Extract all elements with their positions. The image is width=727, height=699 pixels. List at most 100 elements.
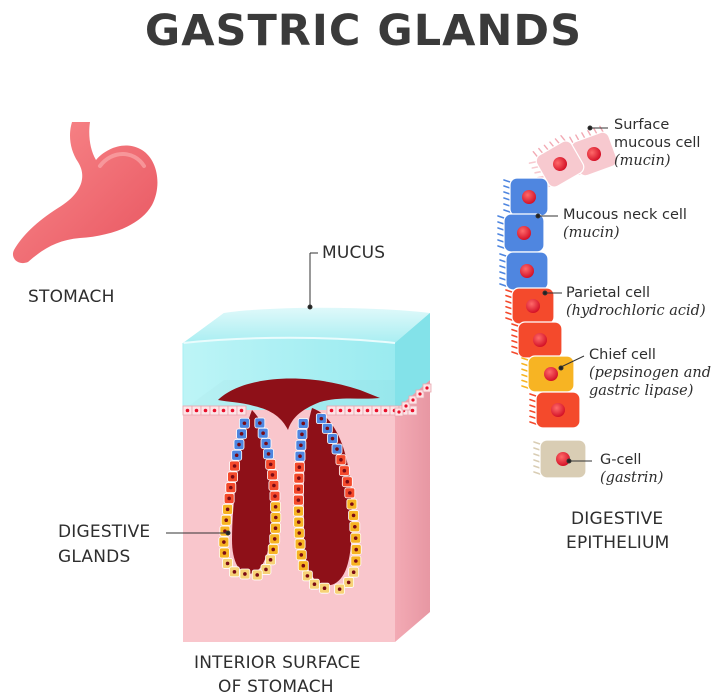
gland-cell bbox=[220, 514, 232, 526]
surface-cell bbox=[326, 405, 337, 416]
gland-cell bbox=[350, 532, 362, 544]
surface-mucous-cell-label: Surface mucous cell (mucin) bbox=[614, 116, 700, 170]
epithelium-cell bbox=[505, 287, 555, 325]
epithelium-cell bbox=[529, 391, 581, 429]
gland-cell bbox=[348, 510, 359, 521]
gland-cell bbox=[268, 480, 280, 491]
gland-cell bbox=[267, 544, 279, 555]
gland-cell bbox=[292, 494, 304, 506]
surface-cell bbox=[335, 405, 346, 416]
g-cell-label: G-cell (gastrin) bbox=[600, 451, 663, 487]
surface-cell bbox=[422, 383, 432, 393]
gland-cell bbox=[270, 522, 281, 534]
epithelium-cell bbox=[528, 135, 585, 189]
cell-name: Parietal cell bbox=[566, 285, 651, 301]
cell-name: Surface bbox=[614, 117, 670, 133]
surface-epithelium-row bbox=[182, 383, 432, 417]
gland-cell bbox=[257, 427, 269, 439]
gland-cell bbox=[350, 555, 362, 567]
gland-cell bbox=[260, 564, 272, 575]
stomach-label: STOMACH bbox=[28, 287, 115, 307]
gland-cell bbox=[270, 512, 282, 523]
gland-cell bbox=[225, 482, 237, 494]
surface-cell bbox=[407, 405, 418, 416]
gland-cell bbox=[219, 547, 230, 559]
surface-cell bbox=[415, 389, 425, 399]
cell-name: G-cell bbox=[600, 452, 642, 468]
gland-cell bbox=[341, 476, 353, 488]
gland-cell bbox=[296, 428, 308, 440]
gland-cell bbox=[293, 483, 304, 495]
epithelium-cell bbox=[503, 177, 549, 217]
gland-cell bbox=[267, 469, 278, 481]
interior-surface-label-line2: OF STOMACH bbox=[218, 677, 334, 697]
gland-cell bbox=[338, 465, 350, 477]
gland-cell bbox=[297, 560, 309, 572]
gland-cell bbox=[260, 438, 272, 449]
gland-cell bbox=[344, 487, 356, 499]
gland-cell bbox=[251, 569, 263, 581]
surface-cell bbox=[401, 401, 411, 411]
gland-cell bbox=[295, 439, 307, 451]
stomach-icon bbox=[12, 122, 158, 264]
surface-cell bbox=[380, 405, 391, 416]
digestive-epithelium-label-line1: DIGESTIVE bbox=[571, 509, 664, 529]
gland-cell-lining bbox=[218, 413, 362, 595]
gland-cell bbox=[229, 566, 240, 578]
gland-cell bbox=[297, 418, 309, 429]
cell-name: Mucous neck cell bbox=[563, 207, 687, 223]
gland-cell bbox=[349, 521, 361, 533]
gland-cell bbox=[270, 501, 281, 513]
gland-cell bbox=[227, 471, 239, 483]
surface-cell bbox=[408, 395, 418, 405]
surface-cell bbox=[200, 405, 211, 416]
gland-cell bbox=[293, 505, 304, 517]
surface-cell bbox=[362, 405, 373, 416]
gland-cell bbox=[293, 516, 305, 528]
gland-cell bbox=[295, 549, 307, 561]
gland-cell bbox=[229, 460, 240, 472]
gland-cell bbox=[269, 490, 281, 502]
mucous-neck-cell-label: Mucous neck cell (mucin) bbox=[563, 206, 687, 242]
gland-cell bbox=[294, 538, 306, 550]
gland-cell bbox=[223, 493, 235, 504]
gland-cell bbox=[222, 503, 234, 515]
gland-cell bbox=[343, 577, 355, 588]
gland-cell bbox=[265, 554, 276, 566]
digestive-epithelium-label-line2: EPITHELIUM bbox=[566, 533, 670, 553]
cell-product: (pepsinogen and bbox=[589, 365, 712, 381]
gland-cell bbox=[254, 417, 266, 429]
interior-surface-label-line1: INTERIOR SURFACE bbox=[194, 653, 361, 673]
gland-cell bbox=[231, 449, 243, 461]
gland-cell bbox=[346, 498, 358, 510]
epithelium-cell bbox=[521, 355, 575, 393]
epithelium-cell bbox=[511, 321, 563, 359]
gland-cell bbox=[327, 433, 338, 444]
cell-product: (hydrochloric acid) bbox=[566, 303, 706, 319]
cell-product: (mucin) bbox=[614, 153, 671, 169]
digestive-epithelium-column bbox=[497, 125, 618, 479]
gland-cell bbox=[239, 568, 251, 580]
surface-cell bbox=[191, 405, 202, 416]
epithelium-cell bbox=[499, 251, 549, 291]
surface-cell bbox=[344, 405, 355, 416]
gland-cell bbox=[218, 536, 230, 548]
gland-cell bbox=[309, 578, 320, 590]
gland-cell bbox=[239, 417, 250, 429]
surface-cell bbox=[394, 407, 404, 417]
leader-lines bbox=[166, 125, 608, 536]
gland-cell bbox=[334, 583, 346, 595]
page-title: GASTRIC GLANDS bbox=[144, 6, 583, 56]
epithelium-cell bbox=[497, 213, 545, 253]
parietal-cell-label: Parietal cell (hydrochloric acid) bbox=[566, 284, 706, 320]
gland-cell bbox=[348, 566, 360, 578]
gland-cell bbox=[233, 439, 245, 450]
gland-cell bbox=[321, 422, 333, 434]
cell-name: Chief cell bbox=[589, 347, 656, 363]
surface-cell bbox=[371, 405, 382, 416]
mucus-label: MUCUS bbox=[322, 243, 386, 263]
gland-cell bbox=[269, 533, 281, 545]
chief-cell-label: Chief cell (pepsinogen and gastric lipas… bbox=[589, 346, 711, 400]
surface-cell bbox=[218, 405, 229, 416]
